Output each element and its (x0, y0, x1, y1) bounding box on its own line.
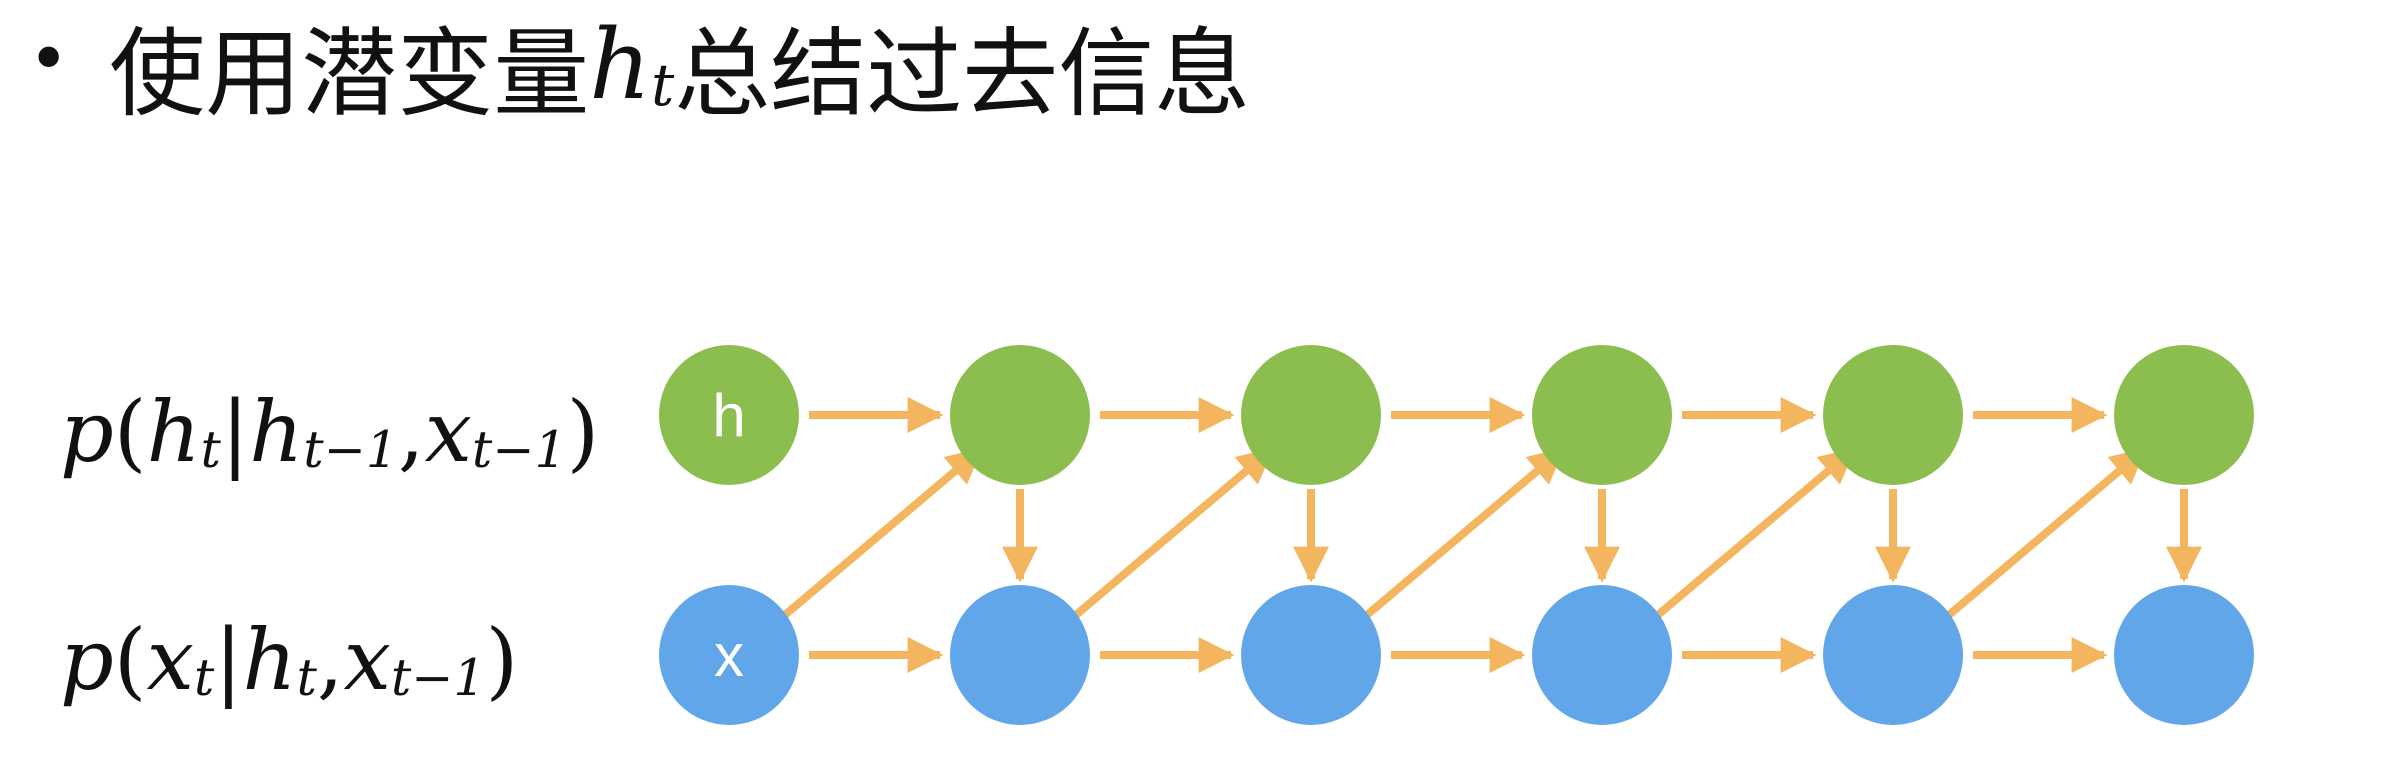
h-node (1241, 345, 1381, 485)
formula-comma: , (316, 611, 344, 709)
arrow-x-to-next-h (1649, 446, 1856, 624)
heading-suffix: 总结过去信息 (674, 17, 1251, 130)
x-node (1241, 585, 1381, 725)
arrow-x-to-next-h (1940, 446, 2147, 624)
heading-var-sub: t (651, 51, 675, 119)
h-node-label: h (712, 382, 745, 449)
arrow-x-to-next-h (776, 446, 983, 624)
bullet-icon: • (28, 18, 70, 100)
h-node (1532, 345, 1672, 485)
formula-b: h (249, 383, 304, 481)
formula-c: x (424, 383, 472, 481)
formula-c-sub: t−1 (390, 648, 486, 708)
h-node (2114, 345, 2254, 485)
formula-open: ( (113, 383, 147, 481)
arrow-x-to-next-h (1358, 446, 1565, 624)
formula-b-sub: t−1 (303, 420, 398, 480)
formula-c: x (343, 611, 391, 709)
formula-b-sub: t (296, 648, 317, 708)
arrow-x-to-next-h (1067, 446, 1274, 624)
x-node (950, 585, 1090, 725)
x-node-label: x (714, 622, 744, 689)
formula-a-sub: t (200, 420, 221, 480)
formula-bar: | (220, 383, 250, 481)
formula-open: ( (113, 611, 147, 709)
x-node (1823, 585, 1963, 725)
formula-p: p (60, 611, 114, 709)
formula-close: ) (485, 611, 519, 709)
x-node (2114, 585, 2254, 725)
heading-prefix: 使用潜变量 (109, 17, 590, 130)
formula-p: p (60, 383, 114, 481)
formula-a-sub: t (193, 648, 215, 708)
formula-a: h (146, 383, 201, 481)
formula-comma: , (397, 383, 425, 481)
x-node (659, 585, 799, 725)
formula-a: x (146, 611, 194, 709)
formula-b: h (242, 611, 297, 709)
formula-close: ) (566, 383, 600, 481)
formula-c-sub: t−1 (471, 420, 567, 480)
x-node (1532, 585, 1672, 725)
heading-var: h (589, 9, 652, 121)
h-node (950, 345, 1090, 485)
h-node (1823, 345, 1963, 485)
h-node (659, 345, 799, 485)
formula-bar: | (214, 611, 243, 709)
